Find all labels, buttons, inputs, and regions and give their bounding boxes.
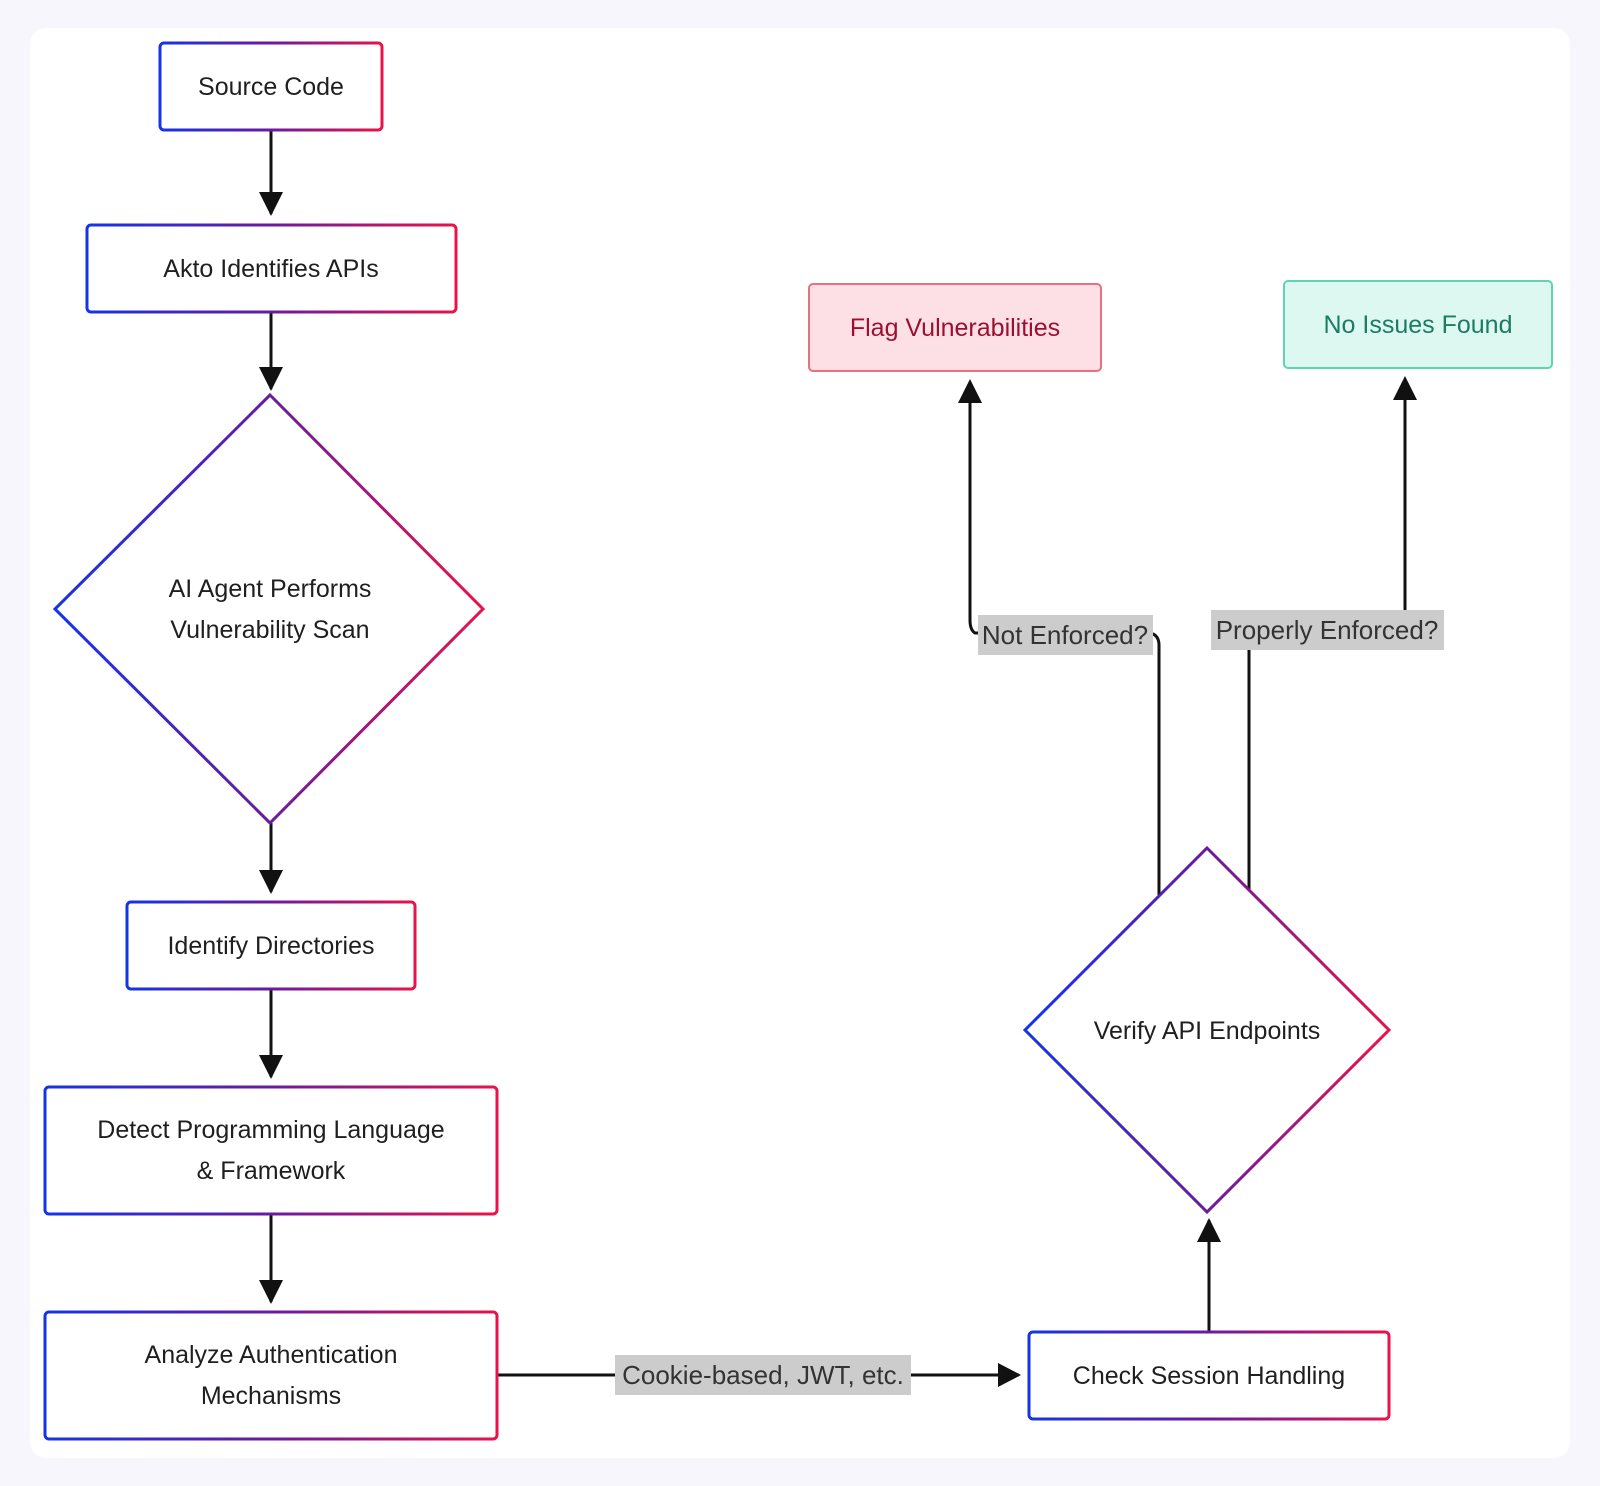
edge-label-properly-enforced: Properly Enforced?	[1211, 610, 1444, 650]
node-ai-scan-label-line2: Vulnerability Scan	[170, 616, 369, 644]
node-detect-language-label-line1: Detect Programming Language	[97, 1116, 444, 1144]
node-detect-language-label-line2: & Framework	[197, 1157, 346, 1185]
edge-label-cookie: Cookie-based, JWT, etc.	[615, 1355, 911, 1395]
node-ai-scan-label-line1: AI Agent Performs	[169, 575, 372, 603]
node-check-session: Check Session Handling	[1027, 1330, 1391, 1421]
node-flag-vulnerabilities: Flag Vulnerabilities	[808, 283, 1102, 372]
node-identify-directories-label: Identify Directories	[167, 932, 374, 960]
node-source-code: Source Code	[158, 41, 384, 132]
node-ai-scan: AI Agent Performs Vulnerability Scan	[52, 392, 486, 826]
node-verify-api: Verify API Endpoints	[1022, 845, 1392, 1215]
node-check-session-label: Check Session Handling	[1073, 1362, 1345, 1390]
node-analyze-auth-label-line2: Mechanisms	[201, 1382, 341, 1410]
node-no-issues-label: No Issues Found	[1324, 311, 1513, 339]
edge-label-not-enforced-text: Not Enforced?	[982, 620, 1148, 650]
node-identify-directories: Identify Directories	[125, 900, 417, 991]
edge-label-cookie-text: Cookie-based, JWT, etc.	[622, 1360, 904, 1390]
node-akto-identifies: Akto Identifies APIs	[85, 223, 458, 314]
node-analyze-auth: Analyze Authentication Mechanisms	[43, 1310, 499, 1441]
node-verify-api-label: Verify API Endpoints	[1094, 1017, 1321, 1045]
edge-label-not-enforced: Not Enforced?	[978, 615, 1153, 655]
arrowheads	[259, 192, 1417, 1387]
node-akto-identifies-label: Akto Identifies APIs	[163, 255, 378, 283]
node-analyze-auth-label-line1: Analyze Authentication	[145, 1341, 398, 1369]
node-detect-language: Detect Programming Language & Framework	[43, 1085, 499, 1216]
node-source-code-label: Source Code	[198, 73, 344, 101]
node-flag-vulnerabilities-label: Flag Vulnerabilities	[850, 314, 1060, 342]
node-no-issues: No Issues Found	[1283, 280, 1553, 369]
edge-label-properly-enforced-text: Properly Enforced?	[1216, 615, 1439, 645]
